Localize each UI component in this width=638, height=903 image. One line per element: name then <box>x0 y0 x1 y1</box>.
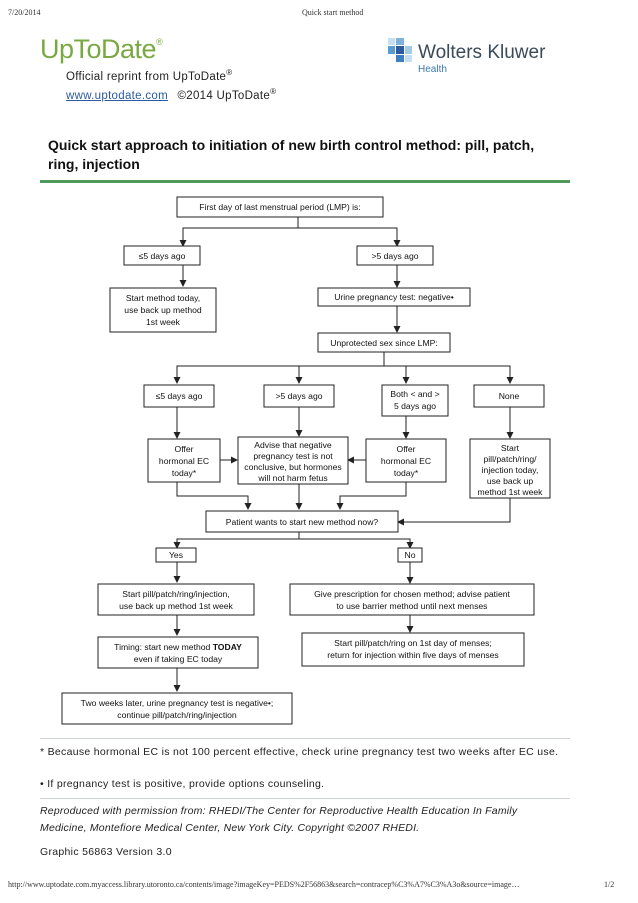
page-title: Quick start approach to initiation of ne… <box>48 137 535 172</box>
svg-text:conclusive, but hormones: conclusive, but hormones <box>244 462 341 472</box>
svg-text:Yes: Yes <box>169 550 183 560</box>
svg-text:injection today,: injection today, <box>482 465 539 475</box>
svg-text:Start: Start <box>501 443 520 453</box>
graphic-version: Graphic 56863 Version 3.0 <box>40 846 172 858</box>
node-yes: Yes <box>155 547 197 563</box>
reprint-notice: Official reprint from UpToDate® <box>66 68 233 83</box>
credit-line-1: Reproduced with permission from: RHEDI/T… <box>40 805 518 817</box>
node-advise: Advise that negative pregnancy test is n… <box>237 436 349 485</box>
svg-text:5 days ago: 5 days ago <box>394 401 436 411</box>
wolters-kluwer-health: Health <box>418 64 447 75</box>
title-divider <box>40 180 570 183</box>
node-start-none: Start pill/patch/ring/ injection today, … <box>469 438 551 499</box>
copyright-text: ©2014 UpToDate <box>177 89 271 102</box>
node-menses: Start pill/patch/ring on 1st day of mens… <box>301 632 525 667</box>
node-prescription: Give prescription for chosen method; adv… <box>289 583 535 616</box>
svg-text:return for injection within fi: return for injection within five days of… <box>327 650 498 660</box>
svg-text:Two weeks later, urine pregnan: Two weeks later, urine pregnancy test is… <box>81 698 274 708</box>
flowchart: First day of last menstrual period (LMP)… <box>61 196 551 725</box>
svg-text:hormonal EC: hormonal EC <box>159 456 209 466</box>
node-timing: Timing: start new method TODAY even if t… <box>97 636 259 669</box>
node-two-weeks: Two weeks later, urine pregnancy test is… <box>61 692 293 725</box>
node-unprotected: Unprotected sex since LMP: <box>317 332 451 353</box>
svg-text:will not harm fetus: will not harm fetus <box>257 473 327 483</box>
svg-text:1st week: 1st week <box>146 317 181 327</box>
svg-text:Advise that negative: Advise that negative <box>254 440 332 450</box>
svg-text:Urine pregnancy test: negative: Urine pregnancy test: negative• <box>334 292 454 302</box>
node-unprotected-le5: ≤5 days ago <box>143 384 215 408</box>
print-url: http://www.uptodate.com.myaccess.library… <box>8 880 520 889</box>
node-wants-start: Patient wants to start new method now? <box>205 510 399 533</box>
wolters-kluwer-name: Wolters Kluwer <box>418 42 546 63</box>
svg-text:Offer: Offer <box>175 444 194 454</box>
svg-text:use back up method: use back up method <box>124 305 202 315</box>
divider <box>40 738 570 739</box>
svg-text:Patient wants to start new met: Patient wants to start new method now? <box>226 517 379 527</box>
node-offer-ec-right: Offer hormonal EC today* <box>365 438 447 483</box>
svg-text:today*: today* <box>172 468 197 478</box>
node-gt5-days: >5 days ago <box>356 245 434 266</box>
svg-text:method 1st week: method 1st week <box>478 487 544 497</box>
svg-text:Offer: Offer <box>397 444 416 454</box>
svg-text:hormonal EC: hormonal EC <box>381 456 431 466</box>
footnote-pregnancy: • If pregnancy test is positive, provide… <box>40 778 325 790</box>
print-date: 7/20/2014 <box>8 8 41 17</box>
uptodate-logo: UpToDate® <box>40 34 163 64</box>
svg-text:Start pill/patch/ring/injectio: Start pill/patch/ring/injection, <box>122 589 229 599</box>
flowchart-connectors <box>173 217 514 692</box>
svg-text:>5 days ago: >5 days ago <box>371 251 418 261</box>
svg-text:Both < and >: Both < and > <box>390 389 439 399</box>
node-offer-ec-left: Offer hormonal EC today* <box>147 438 221 483</box>
svg-text:even if taking EC today: even if taking EC today <box>134 654 223 664</box>
uptodate-link[interactable]: www.uptodate.com <box>66 89 168 102</box>
svg-text:None: None <box>499 391 520 401</box>
svg-text:Unprotected sex since LMP:: Unprotected sex since LMP: <box>330 338 437 348</box>
svg-text:today*: today* <box>394 468 419 478</box>
node-unprotected-both: Both < and > 5 days ago <box>381 384 449 417</box>
reprint-link-line: www.uptodate.com ©2014 UpToDate® <box>66 87 277 102</box>
svg-text:use back up method 1st week: use back up method 1st week <box>119 601 233 611</box>
node-start-today: Start method today, use back up method 1… <box>109 287 217 333</box>
svg-text:use back up: use back up <box>487 476 534 486</box>
svg-text:>5 days ago: >5 days ago <box>275 391 322 401</box>
svg-text:Timing: start new method TODAY: Timing: start new method TODAY <box>114 642 242 652</box>
svg-text:First day of last menstrual pe: First day of last menstrual period (LMP)… <box>199 202 360 212</box>
svg-text:≤5 days ago: ≤5 days ago <box>139 251 186 261</box>
node-le5-days: ≤5 days ago <box>123 245 201 266</box>
svg-text:Start pill/patch/ring on 1st d: Start pill/patch/ring on 1st day of mens… <box>334 638 492 648</box>
node-lmp: First day of last menstrual period (LMP)… <box>176 196 384 218</box>
svg-text:pill/patch/ring/: pill/patch/ring/ <box>483 454 537 464</box>
node-urine-test: Urine pregnancy test: negative• <box>317 287 471 307</box>
node-start-yes: Start pill/patch/ring/injection, use bac… <box>97 583 255 616</box>
svg-text:Start method today,: Start method today, <box>126 293 200 303</box>
node-unprotected-none: None <box>473 384 545 408</box>
node-unprotected-gt5: >5 days ago <box>263 384 335 408</box>
node-no: No <box>397 547 423 563</box>
wolters-kluwer-logo-icon <box>388 38 412 62</box>
footnote-ec: * Because hormonal EC is not 100 percent… <box>40 746 559 758</box>
divider <box>40 798 570 799</box>
svg-text:to use barrier method until ne: to use barrier method until next menses <box>337 601 488 611</box>
credit-line-2: Medicine, Montefiore Medical Center, New… <box>40 822 420 834</box>
page-number: 1/2 <box>604 880 615 889</box>
svg-text:≤5 days ago: ≤5 days ago <box>156 391 203 401</box>
svg-text:Give prescription for chosen m: Give prescription for chosen method; adv… <box>314 589 510 599</box>
print-title: Quick start method <box>302 8 364 17</box>
svg-text:continue pill/patch/ring/injec: continue pill/patch/ring/injection <box>117 710 237 720</box>
svg-text:pregnancy test is not: pregnancy test is not <box>253 451 333 461</box>
svg-text:No: No <box>405 550 416 560</box>
